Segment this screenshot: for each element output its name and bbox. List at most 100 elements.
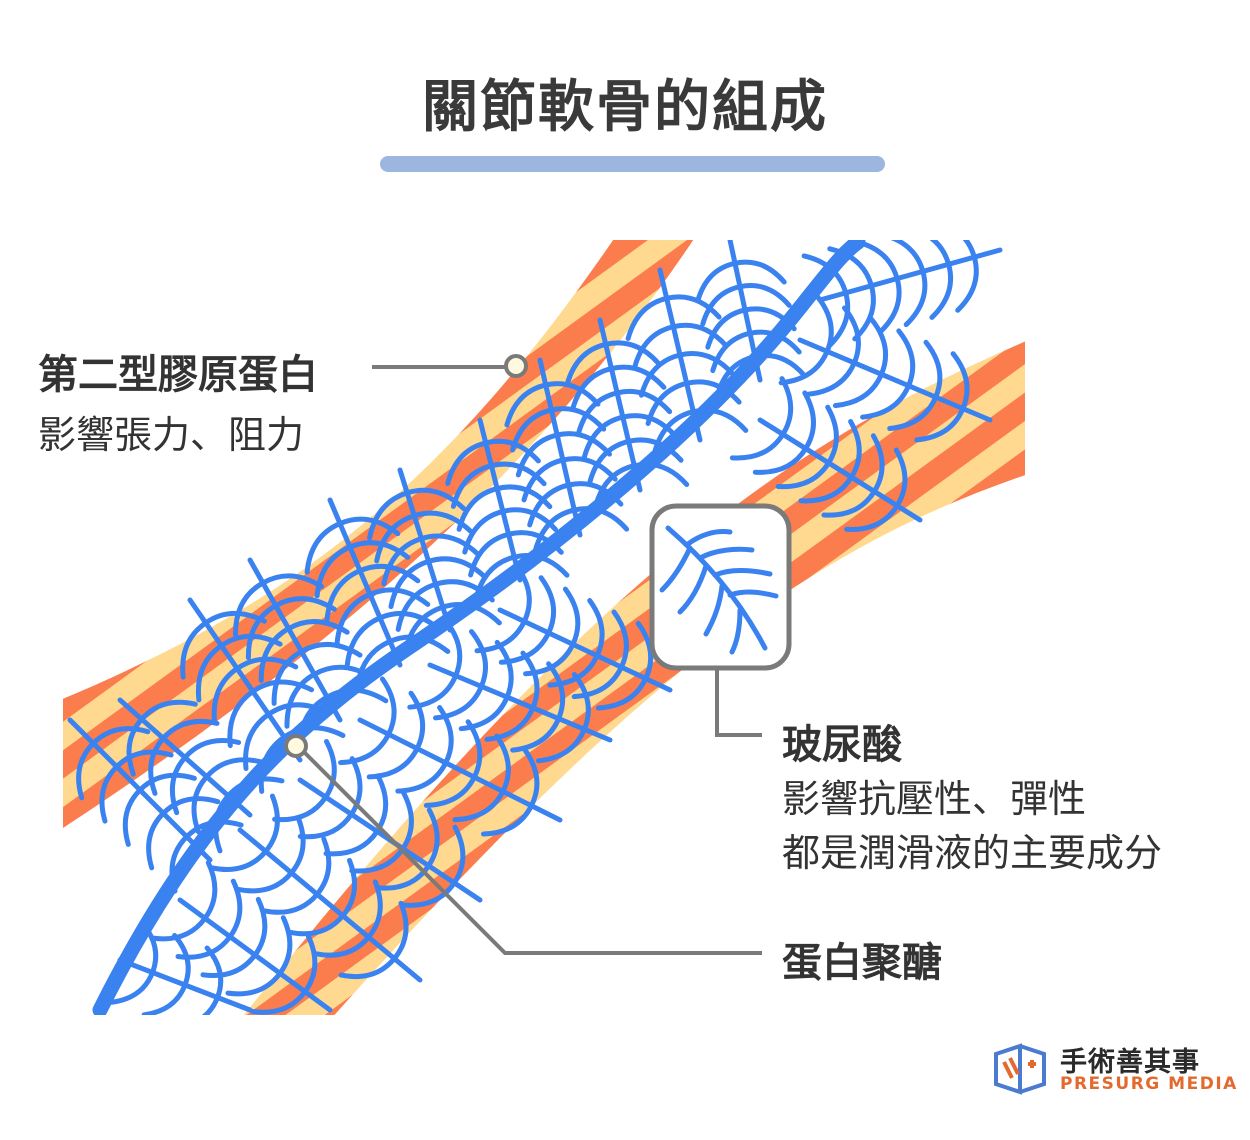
proteoglycan-side-chain [250, 989, 308, 1015]
proteoglycan-side-chain [950, 351, 970, 412]
proteoglycan-side-chain [261, 891, 320, 915]
proteoglycan-side-chain [571, 664, 624, 700]
proteoglycan-side-chain [227, 688, 256, 749]
proteoglycan-side-chain [494, 484, 553, 510]
brand-name-en: PRESURG MEDIA [1060, 1074, 1238, 1094]
proteoglycan-side-chain [334, 591, 373, 646]
proteoglycan-side-chain [338, 956, 397, 980]
proteoglycan-side-chain [160, 718, 220, 741]
proteoglycan-side-chain [635, 620, 654, 682]
proteoglycan-side-chain [232, 580, 266, 638]
proteoglycan-side-chain [418, 533, 481, 557]
hyaluronic-backbone [92, 240, 866, 1015]
proteoglycan-side-chain [284, 671, 317, 729]
proteoglycan-side-chain [752, 446, 809, 475]
proteoglycan-side-chain [962, 240, 977, 260]
proteoglycan-side-chain [554, 431, 612, 457]
proteoglycan-side-chain [225, 970, 283, 997]
proteoglycan-core [247, 557, 343, 723]
proteoglycan-side-chain [374, 513, 417, 564]
page-title: 關節軟骨的組成 [422, 75, 828, 140]
proteoglycan-side-chain [521, 457, 566, 503]
proteoglycan-side-chain [375, 863, 432, 891]
proteoglycan-side-chain [802, 390, 816, 452]
proteoglycan-side-chain [825, 404, 839, 466]
proteoglycan-side-chain [323, 739, 337, 800]
proteoglycan-side-chain [955, 254, 979, 313]
proteoglycan-side-chain [684, 379, 742, 405]
proteoglycan-core [537, 357, 583, 538]
proteoglycan-side-chain [150, 915, 208, 942]
proteoglycan-side-chain [527, 482, 572, 528]
proteoglycan-side-chain [603, 340, 661, 366]
proteoglycan-side-chain [426, 807, 440, 869]
proteoglycan-side-chain [870, 433, 885, 494]
proteoglycan-side-chain [180, 620, 209, 680]
proteoglycan-side-chain [367, 587, 431, 607]
proteoglycan-side-chain [344, 615, 383, 669]
proteoglycan-side-chain [570, 366, 614, 412]
proteoglycan-side-chain [523, 641, 576, 677]
proteoglycan-side-chain [705, 307, 748, 350]
collagen-fiber-lower [243, 341, 1025, 1015]
proteoglycan-side-chain [458, 694, 510, 732]
proteoglycan-side-chain [869, 317, 889, 377]
proteoglycan-side-chain [340, 857, 358, 919]
proteoglycan-side-chain [271, 648, 304, 706]
proteoglycan-side-chain [494, 733, 511, 794]
label-collagen-title: 第二型膠原蛋白 [38, 352, 318, 398]
proteoglycan-side-chain [99, 764, 120, 824]
proteoglycan-side-chain [191, 774, 210, 835]
proteoglycan-side-chain [245, 603, 279, 661]
proteoglycan-side-chain [494, 639, 514, 700]
proteoglycan-side-chain [250, 679, 315, 694]
proteoglycan-side-chain [260, 573, 324, 589]
proteoglycan-side-chain [400, 790, 414, 852]
proteoglycan-side-chain [632, 324, 676, 370]
proteoglycan-side-chain [614, 388, 673, 415]
proteoglycan-side-chain [878, 276, 902, 335]
leader-proteoglycan [298, 746, 762, 955]
proteoglycan-side-chain [535, 726, 587, 764]
proteoglycan-side-chain [929, 261, 954, 320]
proteoglycan-side-chain [842, 305, 861, 366]
proteoglycan-side-chain [638, 352, 683, 398]
proteoglycan-side-chain [543, 381, 601, 407]
proteoglycan-side-chain [258, 626, 292, 683]
proteoglycan-side-chain [347, 540, 411, 560]
proteoglycan-side-chain [677, 351, 735, 377]
proteoglycan-side-chain [844, 503, 900, 532]
proteoglycan-core [797, 337, 993, 423]
proteoglycan-side-chain [426, 556, 488, 580]
proteoglycan-side-chain [109, 970, 155, 1005]
proteoglycan-core [187, 597, 303, 763]
proteoglycan-side-chain [391, 900, 409, 962]
proteoglycan-side-chain [452, 788, 506, 823]
proteoglycan-side-chain [272, 794, 329, 823]
proteoglycan-side-chain [670, 322, 729, 348]
proteoglycan-side-chain [848, 419, 862, 480]
proteoglycan-side-chain [227, 878, 243, 940]
proteoglycan-side-chain [538, 575, 557, 636]
proteoglycan-side-chain [148, 735, 166, 796]
proteoglycan-side-chain [814, 294, 834, 354]
proteoglycan-side-chain [139, 699, 198, 722]
proteoglycan-side-chain [798, 474, 854, 504]
proteoglycan-side-chain [469, 629, 488, 689]
proteoglycan-side-chain [297, 811, 354, 840]
proteoglycan-side-chain [510, 716, 562, 753]
proteoglycan-side-chain [474, 618, 527, 654]
proteoglycan-side-chain [182, 738, 242, 760]
proteoglycan-side-chain [433, 683, 484, 721]
presurg-logo-icon [994, 1043, 1046, 1095]
label-proteoglycan-title: 蛋白聚醣 [782, 940, 942, 986]
proteoglycan-side-chain [395, 760, 449, 794]
proteoglycan-side-chain [141, 982, 188, 1015]
marker-proteoglycan [284, 734, 308, 758]
proteoglycan-side-chain [114, 749, 174, 770]
proteoglycan-side-chain [90, 726, 151, 746]
proteoglycan-side-chain [204, 945, 224, 1000]
proteoglycan-side-chain [564, 341, 609, 387]
proteoglycan-side-chain [481, 803, 534, 837]
